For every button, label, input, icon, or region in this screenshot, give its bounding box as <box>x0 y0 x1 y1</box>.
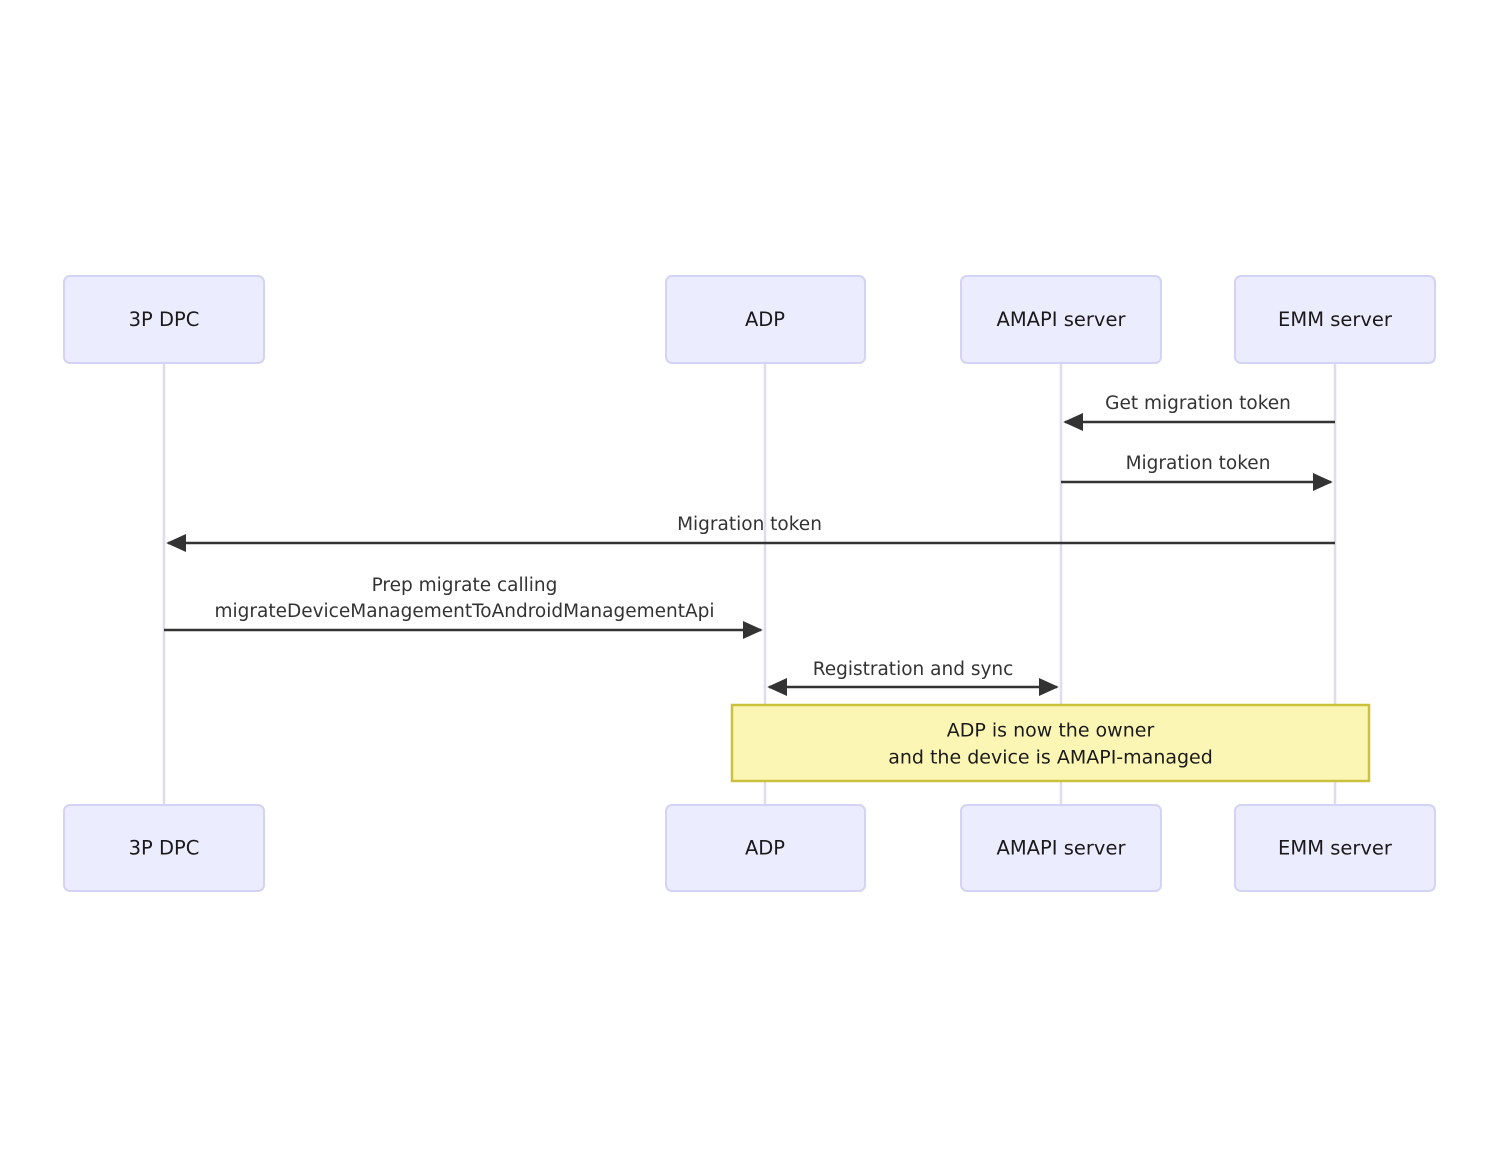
msg-get-migration-token-label-0: Get migration token <box>1105 393 1291 414</box>
note-adp-owner-box <box>730 703 1371 783</box>
msg-prep-migrate-label-1: migrateDeviceManagementToAndroidManageme… <box>214 601 714 622</box>
participant-box-amapi-top[interactable] <box>960 275 1162 364</box>
participant-dpc-top[interactable]: 3P DPC <box>63 275 265 364</box>
participant-label-dpc-bottom: 3P DPC <box>129 837 200 860</box>
participant-label-adp-top: ADP <box>745 308 785 331</box>
participant-box-adp-top[interactable] <box>665 275 866 364</box>
participant-label-adp-bottom: ADP <box>745 837 785 860</box>
participant-box-amapi-bottom[interactable] <box>960 804 1162 892</box>
participant-label-amapi-top: AMAPI server <box>997 308 1127 331</box>
participant-box-dpc-bottom[interactable] <box>63 804 265 892</box>
participant-amapi-bottom[interactable]: AMAPI server <box>960 804 1162 892</box>
msg-migration-token-emm-dpc: Migration token <box>166 514 1335 552</box>
participant-label-dpc-top: 3P DPC <box>129 308 200 331</box>
participants-bottom-group: 3P DPC ADP AMAPI server EMM server <box>63 804 1436 892</box>
msg-prep-migrate: Prep migrate calling migrateDeviceManagem… <box>164 575 763 639</box>
participant-amapi-top[interactable]: AMAPI server <box>960 275 1162 364</box>
participant-adp-top[interactable]: ADP <box>665 275 866 364</box>
msg-registration-and-sync-label-0: Registration and sync <box>813 659 1014 680</box>
participant-box-adp-bottom[interactable] <box>665 804 866 892</box>
note-adp-owner-line-1: and the device is AMAPI-managed <box>888 747 1213 769</box>
participant-emm-top[interactable]: EMM server <box>1234 275 1436 364</box>
participant-dpc-bottom[interactable]: 3P DPC <box>63 804 265 892</box>
note-adp-owner: ADP is now the owner and the device is AM… <box>730 703 1371 783</box>
msg-prep-migrate-label-0: Prep migrate calling <box>372 575 558 596</box>
participant-box-dpc-top[interactable] <box>63 275 265 364</box>
participant-label-emm-bottom: EMM server <box>1278 837 1393 860</box>
msg-registration-and-sync: Registration and sync <box>767 659 1059 696</box>
msg-migration-token-amapi-emm-label-0: Migration token <box>1126 453 1271 474</box>
participant-box-emm-top[interactable] <box>1234 275 1436 364</box>
participant-adp-bottom[interactable]: ADP <box>665 804 866 892</box>
participant-label-emm-top: EMM server <box>1278 308 1393 331</box>
msg-get-migration-token: Get migration token <box>1063 393 1335 431</box>
notes-group: ADP is now the owner and the device is AM… <box>730 703 1371 783</box>
participant-label-amapi-bottom: AMAPI server <box>997 837 1127 860</box>
note-adp-owner-line-0: ADP is now the owner <box>947 720 1155 742</box>
participant-emm-bottom[interactable]: EMM server <box>1234 804 1436 892</box>
participants-top-group: 3P DPC ADP AMAPI server EMM server <box>63 275 1436 364</box>
participant-box-emm-bottom[interactable] <box>1234 804 1436 892</box>
msg-migration-token-amapi-emm: Migration token <box>1061 453 1333 491</box>
msg-migration-token-emm-dpc-label-0: Migration token <box>677 514 822 535</box>
